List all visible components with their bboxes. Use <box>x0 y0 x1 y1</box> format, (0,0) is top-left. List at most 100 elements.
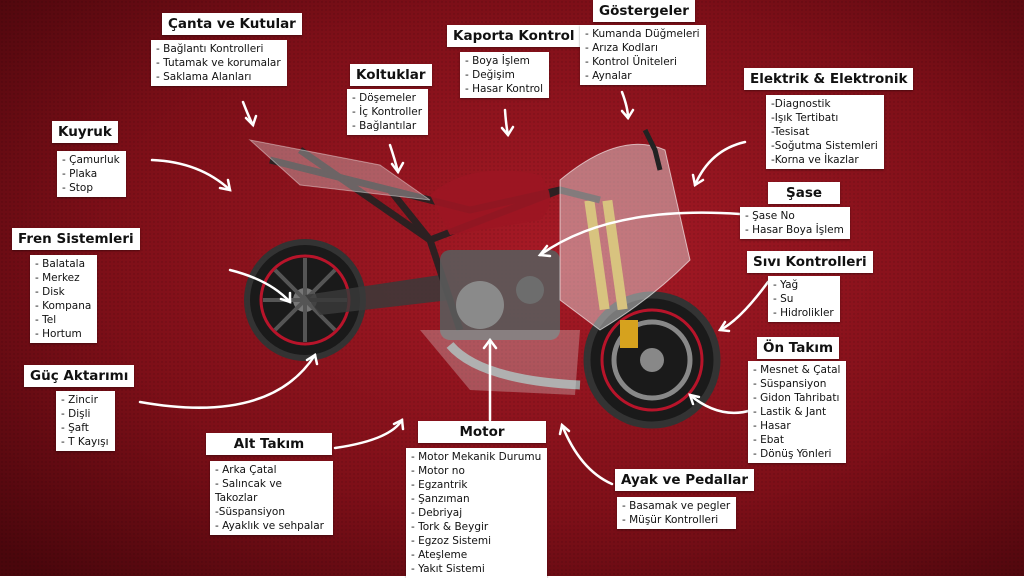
list-item: - Egzantrik <box>411 479 468 491</box>
label-title-sivi: Sıvı Kontrolleri <box>747 251 873 273</box>
list-item: -Korna ve İkazlar <box>771 154 859 166</box>
callout-arrows <box>138 90 770 486</box>
list-item: - Lastik & Jant <box>753 406 827 418</box>
label-list-sase: - Şase No - Hasar Boya İşlem <box>740 207 850 239</box>
list-item: - Tutamak ve korumalar <box>156 57 281 69</box>
label-title-fren: Fren Sistemleri <box>12 228 140 250</box>
label-title-motor: Motor <box>418 421 546 443</box>
label-title-gostergeler: Göstergeler <box>593 0 695 22</box>
belly-pan <box>420 330 580 395</box>
list-item: - Müşür Kontrolleri <box>622 514 719 526</box>
label-list-on: - Mesnet & Çatal - Süspansiyon - Gidon T… <box>748 361 847 463</box>
front-wheel <box>583 291 721 429</box>
arrow-ayak <box>560 423 614 486</box>
label-list-guc: - Zincir - Dişli - Şaft - T Kayışı <box>56 391 115 451</box>
list-item: - Kontrol Üniteleri <box>585 56 677 68</box>
label-list-canta: - Bağlantı Kontrolleri - Tutamak ve koru… <box>151 40 287 86</box>
list-item: - Kompana <box>35 300 92 312</box>
list-item: - Döşemeler <box>352 92 416 104</box>
arrow-elektrik <box>693 140 747 187</box>
list-item: - Şaft <box>61 422 89 434</box>
list-item: - Mesnet & Çatal <box>753 364 841 376</box>
front-fork <box>584 199 628 311</box>
list-item: - Balatala <box>35 258 86 270</box>
list-item: - Hasar Boya İşlem <box>745 224 844 236</box>
list-item: - Motor no <box>411 465 465 477</box>
label-list-elektrik: -Diagnostik -Işık Tertibatı -Tesisat -So… <box>766 95 884 169</box>
list-item: - Hidrolikler <box>773 307 834 319</box>
list-item: - Debriyaj <box>411 507 463 519</box>
arrow-fren <box>228 268 292 304</box>
list-item: - Bağlantılar <box>352 120 417 132</box>
label-title-ayak: Ayak ve Pedallar <box>615 469 755 491</box>
mirror <box>642 128 663 171</box>
label-title-kaporta: Kaporta Kontrol <box>447 25 581 47</box>
list-item: - Kumanda Düğmeleri <box>585 28 700 40</box>
label-title-koltuklar: Koltuklar <box>350 64 432 86</box>
list-item: - Şase No <box>745 210 795 222</box>
list-item: - Arka Çatal <box>215 464 277 476</box>
list-item: - Merkez <box>35 272 80 284</box>
label-title-guc: Güç Aktarımı <box>24 365 135 387</box>
label-list-motor: - Motor Mekanik Durumu - Motor no - Egza… <box>406 448 548 578</box>
front-fairing <box>559 143 691 331</box>
list-item: - Hasar Kontrol <box>465 83 544 95</box>
engine <box>440 250 581 390</box>
label-list-fren: - Balatala - Merkez - Disk - Kompana - T… <box>30 255 98 343</box>
list-item: - Ebat <box>753 434 784 446</box>
list-item: - T Kayışı <box>61 436 109 448</box>
label-list-sivi: - Yağ - Su - Hidrolikler <box>768 276 840 322</box>
fuel-tank <box>430 170 550 235</box>
label-list-kaporta: - Boya İşlem - Değişim - Hasar Kontrol <box>460 52 550 98</box>
list-item: - Süspansiyon <box>753 378 827 390</box>
list-item: - Hortum <box>35 328 82 340</box>
list-item: - Yağ <box>773 279 799 291</box>
list-item: -Soğutma Sistemleri <box>771 140 878 152</box>
label-title-alt: Alt Takım <box>206 433 332 455</box>
arrow-guc <box>138 353 317 409</box>
list-item: -Işık Tertibatı <box>771 112 839 124</box>
list-item: - Saklama Alanları <box>156 71 252 83</box>
label-title-sase: Şase <box>768 182 840 204</box>
list-item: - Aynalar <box>585 70 632 82</box>
list-item: - Çamurluk <box>62 154 120 166</box>
label-title-canta: Çanta ve Kutular <box>162 13 302 35</box>
arrow-alt <box>333 418 404 450</box>
label-title-kuyruk: Kuyruk <box>52 121 118 143</box>
list-item: - Değişim <box>465 69 515 81</box>
list-item: - Tork & Beygir <box>411 521 489 533</box>
list-item: - Arıza Kodları <box>585 42 658 54</box>
list-item: - Dönüş Yönleri <box>753 448 832 460</box>
list-item: - Tel <box>35 314 57 326</box>
list-item: -Tesisat <box>771 126 810 138</box>
arrow-kuyruk <box>150 158 232 192</box>
label-title-on: Ön Takım <box>757 337 840 359</box>
list-item: - Zincir <box>61 394 98 406</box>
label-list-koltuklar: - Döşemeler - İç Kontroller - Bağlantıla… <box>347 89 429 135</box>
label-list-alt: - Arka Çatal - Salıncak ve Takozlar -Süs… <box>210 461 333 535</box>
arrow-sase <box>538 211 742 257</box>
list-item: - Ateşleme <box>411 549 468 561</box>
list-item: - Salıncak ve Takozlar <box>215 478 283 504</box>
list-item: - Şanzıman <box>411 493 470 505</box>
list-item: - Plaka <box>62 168 98 180</box>
list-item: - Stop <box>62 182 93 194</box>
list-item: -Diagnostik <box>771 98 831 110</box>
list-item: - Su <box>773 293 794 305</box>
label-title-elektrik: Elektrik & Elektronik <box>744 68 914 90</box>
label-list-kuyruk: - Çamurluk - Plaka - Stop <box>57 151 126 197</box>
list-item: - Yakıt Sistemi <box>411 563 485 575</box>
list-item: - Dişli <box>61 408 91 420</box>
label-list-ayak: - Basamak ve pegler - Müşür Kontrolleri <box>617 497 737 529</box>
tail-section <box>248 139 431 201</box>
list-item: - Basamak ve pegler <box>622 500 731 512</box>
list-item: - Boya İşlem <box>465 55 530 67</box>
list-item: -Süspansiyon <box>215 506 286 518</box>
label-list-gostergeler: - Kumanda Düğmeleri - Arıza Kodları - Ko… <box>580 25 706 85</box>
list-item: - İç Kontroller <box>352 106 423 118</box>
list-item: - Ayaklık ve sehpalar <box>215 520 324 532</box>
arrow-sivi <box>718 280 770 332</box>
list-item: - Egzoz Sistemi <box>411 535 491 547</box>
list-item: - Motor Mekanik Durumu <box>411 451 542 463</box>
